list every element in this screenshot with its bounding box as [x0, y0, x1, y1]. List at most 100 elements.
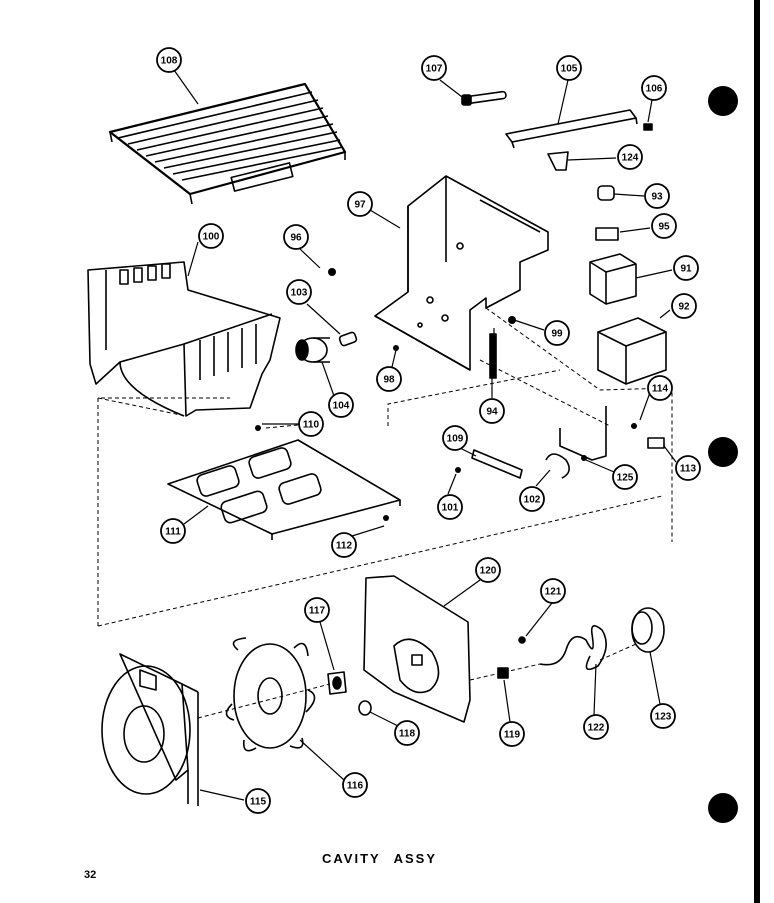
- callout-103: 103: [286, 279, 312, 305]
- callout-label: 102: [524, 495, 541, 506]
- callout-bubble: [394, 720, 420, 746]
- callout-104: 104: [328, 392, 354, 418]
- callout-label: 111: [165, 527, 181, 538]
- bracket-109: [471, 449, 523, 479]
- callout-label: 113: [680, 464, 697, 475]
- callout-label: 98: [383, 375, 395, 386]
- callout-bubble: [556, 55, 582, 81]
- callout-bubble: [156, 47, 182, 73]
- callout-108: 108: [156, 47, 182, 73]
- callout-bubble: [612, 464, 638, 490]
- callout-label: 110: [303, 420, 320, 431]
- callout-bubble: [347, 191, 373, 217]
- callout-label: 125: [617, 473, 634, 484]
- callout-label: 119: [504, 730, 521, 741]
- diagram-caption: CAVITY ASSY: [322, 851, 438, 866]
- callout-123: 123: [650, 703, 676, 729]
- callout-bubble: [304, 597, 330, 623]
- callout-bubble: [675, 455, 701, 481]
- callout-label: 107: [426, 64, 443, 75]
- callout-bubble: [647, 375, 673, 401]
- callout-label: 109: [447, 434, 464, 445]
- fan-blade-116: [225, 637, 316, 752]
- bracket-124: [547, 151, 569, 171]
- light-cover-123: [631, 607, 665, 653]
- callout-label: 115: [250, 797, 267, 808]
- callout-121: 121: [540, 578, 566, 604]
- rear-panel: [363, 575, 471, 723]
- callout-bubble: [641, 75, 667, 101]
- strip-94: [489, 333, 497, 379]
- callout-label: 97: [354, 200, 366, 211]
- callout-label: 108: [161, 56, 178, 67]
- callout-label: 94: [486, 407, 498, 418]
- callout-92: 92: [671, 293, 697, 319]
- switch-95: [595, 227, 619, 241]
- top-rail: [505, 109, 653, 149]
- thermal-cutoff: [597, 185, 615, 201]
- callout-119: 119: [499, 721, 525, 747]
- callout-105: 105: [556, 55, 582, 81]
- fan-housing-115: [101, 653, 199, 806]
- callout-bubble: [342, 772, 368, 798]
- callout-bubble: [198, 223, 224, 249]
- callout-label: 103: [291, 288, 308, 299]
- callout-115: 115: [245, 788, 271, 814]
- callout-bubble: [283, 224, 309, 250]
- callout-96: 96: [283, 224, 309, 250]
- callout-113: 113: [675, 455, 701, 481]
- callout-117: 117: [304, 597, 330, 623]
- fan-hub-117: [327, 671, 347, 695]
- heater-wire-102: [545, 406, 607, 479]
- heater-coil-122: [539, 625, 607, 671]
- callout-bubble: [583, 714, 609, 740]
- callout-label: 101: [442, 503, 459, 514]
- callout-bubble: [540, 578, 566, 604]
- nut-119: [497, 667, 509, 679]
- probe-sensor: [461, 90, 507, 106]
- callout-bubble: [328, 392, 354, 418]
- callout-94: 94: [479, 398, 505, 424]
- screw-121: [518, 636, 526, 644]
- callout-bubble: [479, 398, 505, 424]
- callout-bubble: [245, 788, 271, 814]
- callout-93: 93: [644, 183, 670, 209]
- callout-107: 107: [421, 55, 447, 81]
- terminal-113: [647, 437, 665, 449]
- small-screws: [255, 268, 637, 521]
- callout-label: 118: [399, 729, 416, 740]
- callout-label: 92: [678, 302, 690, 313]
- cover-box-92: [597, 317, 667, 385]
- callout-99: 99: [544, 320, 570, 346]
- callout-98: 98: [376, 366, 402, 392]
- callout-120: 120: [475, 557, 501, 583]
- callout-124: 124: [617, 144, 643, 170]
- callout-label: 114: [652, 384, 669, 395]
- callout-bubble: [376, 366, 402, 392]
- callout-97: 97: [347, 191, 373, 217]
- bottom-plate: [167, 439, 401, 540]
- binder-edge: [754, 0, 760, 903]
- callout-114: 114: [647, 375, 673, 401]
- callout-label: 106: [646, 84, 663, 95]
- callout-label: 100: [203, 232, 220, 243]
- callout-bubble: [421, 55, 447, 81]
- callout-bubble: [644, 183, 670, 209]
- callout-label: 112: [336, 541, 353, 552]
- callout-bubble: [617, 144, 643, 170]
- callout-bubble: [331, 532, 357, 558]
- callout-bubble: [673, 255, 699, 281]
- callout-91: 91: [673, 255, 699, 281]
- callout-122: 122: [583, 714, 609, 740]
- callout-112: 112: [331, 532, 357, 558]
- callout-label: 95: [658, 222, 670, 233]
- callout-116: 116: [342, 772, 368, 798]
- callout-bubble: [499, 721, 525, 747]
- callout-bubble: [671, 293, 697, 319]
- callout-102: 102: [519, 486, 545, 512]
- callout-label: 122: [588, 723, 605, 734]
- callout-label: 96: [290, 233, 302, 244]
- leader-lines: [173, 69, 677, 801]
